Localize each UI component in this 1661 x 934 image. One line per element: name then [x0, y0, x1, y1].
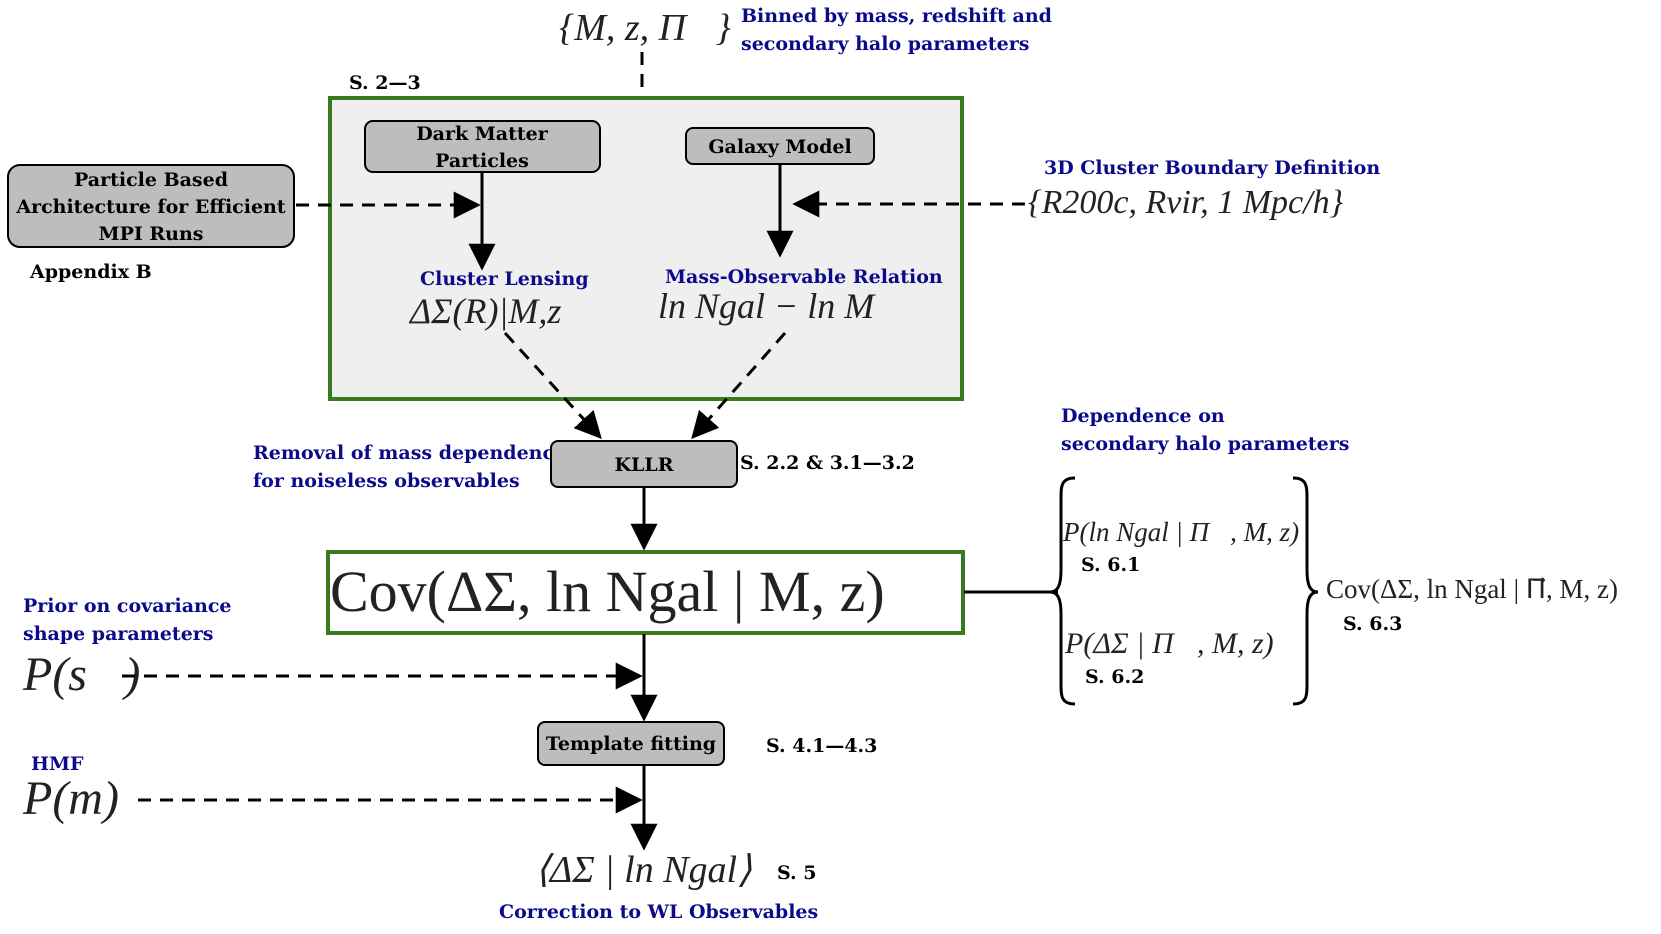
boundary-title: 3D Cluster Boundary Definition [1044, 157, 1380, 179]
cov2-math: Cov(ΔΣ, ln Ngal | Π⃗, M, z) [1326, 574, 1618, 604]
kllr-note-line2: for noiseless observables [253, 470, 520, 492]
prior-line1: Prior on covariance [23, 595, 232, 617]
p2-ref: S. 6.2 [1085, 666, 1144, 688]
covariance-box [326, 550, 965, 635]
kllr-note-line1: Removal of mass dependency [253, 442, 566, 464]
covariance-math: Cov(ΔΣ, ln Ngal | M, z) [330, 559, 885, 624]
binning-note-line1: Binned by mass, redshift and [741, 5, 1052, 27]
hmf-math: P(m) [22, 772, 119, 825]
section-2-3-label: S. 2—3 [349, 72, 421, 94]
p2-math: P(ΔΣ | Π⃗, M, z) [1064, 627, 1274, 660]
right-brace [1292, 476, 1319, 706]
p1-ref: S. 6.1 [1081, 554, 1140, 576]
dark-matter-line2: Particles [435, 150, 529, 172]
prior-line2: shape parameters [23, 623, 214, 645]
lensing-title: Cluster Lensing [420, 268, 589, 290]
architecture-line1: Particle Based [74, 169, 228, 191]
template-fitting-label: Template fitting [546, 733, 716, 755]
architecture-line2: Architecture for Efficient [15, 196, 286, 218]
mor-title: Mass-Observable Relation [665, 266, 943, 288]
cov2-ref: S. 6.3 [1343, 613, 1402, 635]
kllr-box [550, 440, 738, 488]
kllr-label: KLLR [614, 454, 673, 476]
architecture-box [7, 164, 295, 248]
kllr-ref: S. 2.2 & 3.1—3.2 [740, 452, 915, 474]
left-brace [1049, 476, 1076, 706]
p1-math: P(ln Ngal | Π⃗, M, z) [1062, 517, 1299, 547]
lensing-to-kllr-arrow [503, 331, 602, 439]
dark-matter-box [364, 120, 601, 173]
binning-math: {M, z, Π⃗} [559, 7, 731, 49]
boundary-math: {R200c, Rvir, 1 Mpc/h} [1028, 184, 1344, 221]
result-math: ⟨ΔΣ | ln Ngal⟩ [535, 849, 752, 891]
result-caption: Correction to WL Observables [499, 901, 818, 923]
dependence-line2: secondary halo parameters [1061, 433, 1349, 455]
architecture-line3: MPI Runs [99, 223, 204, 245]
mor-to-kllr-arrow [691, 332, 787, 440]
prior-math: P(s⃗) [22, 648, 140, 701]
appendix-b-label: Appendix B [29, 261, 152, 283]
template-fitting-ref: S. 4.1—4.3 [766, 735, 877, 757]
dark-matter-line1: Dark Matter [416, 123, 549, 145]
galaxy-model-box [685, 127, 875, 165]
galaxy-model-label: Galaxy Model [708, 136, 851, 158]
template-fitting-box [537, 721, 725, 766]
binning-note-line2: secondary halo parameters [741, 33, 1029, 55]
result-ref: S. 5 [777, 862, 817, 884]
mor-math: ln Ngal − ln M [658, 286, 876, 326]
lensing-math: ΔΣ(R)|M,z [408, 291, 561, 331]
dependence-line1: Dependence on [1061, 405, 1225, 427]
hmf-title: HMF [31, 753, 84, 775]
